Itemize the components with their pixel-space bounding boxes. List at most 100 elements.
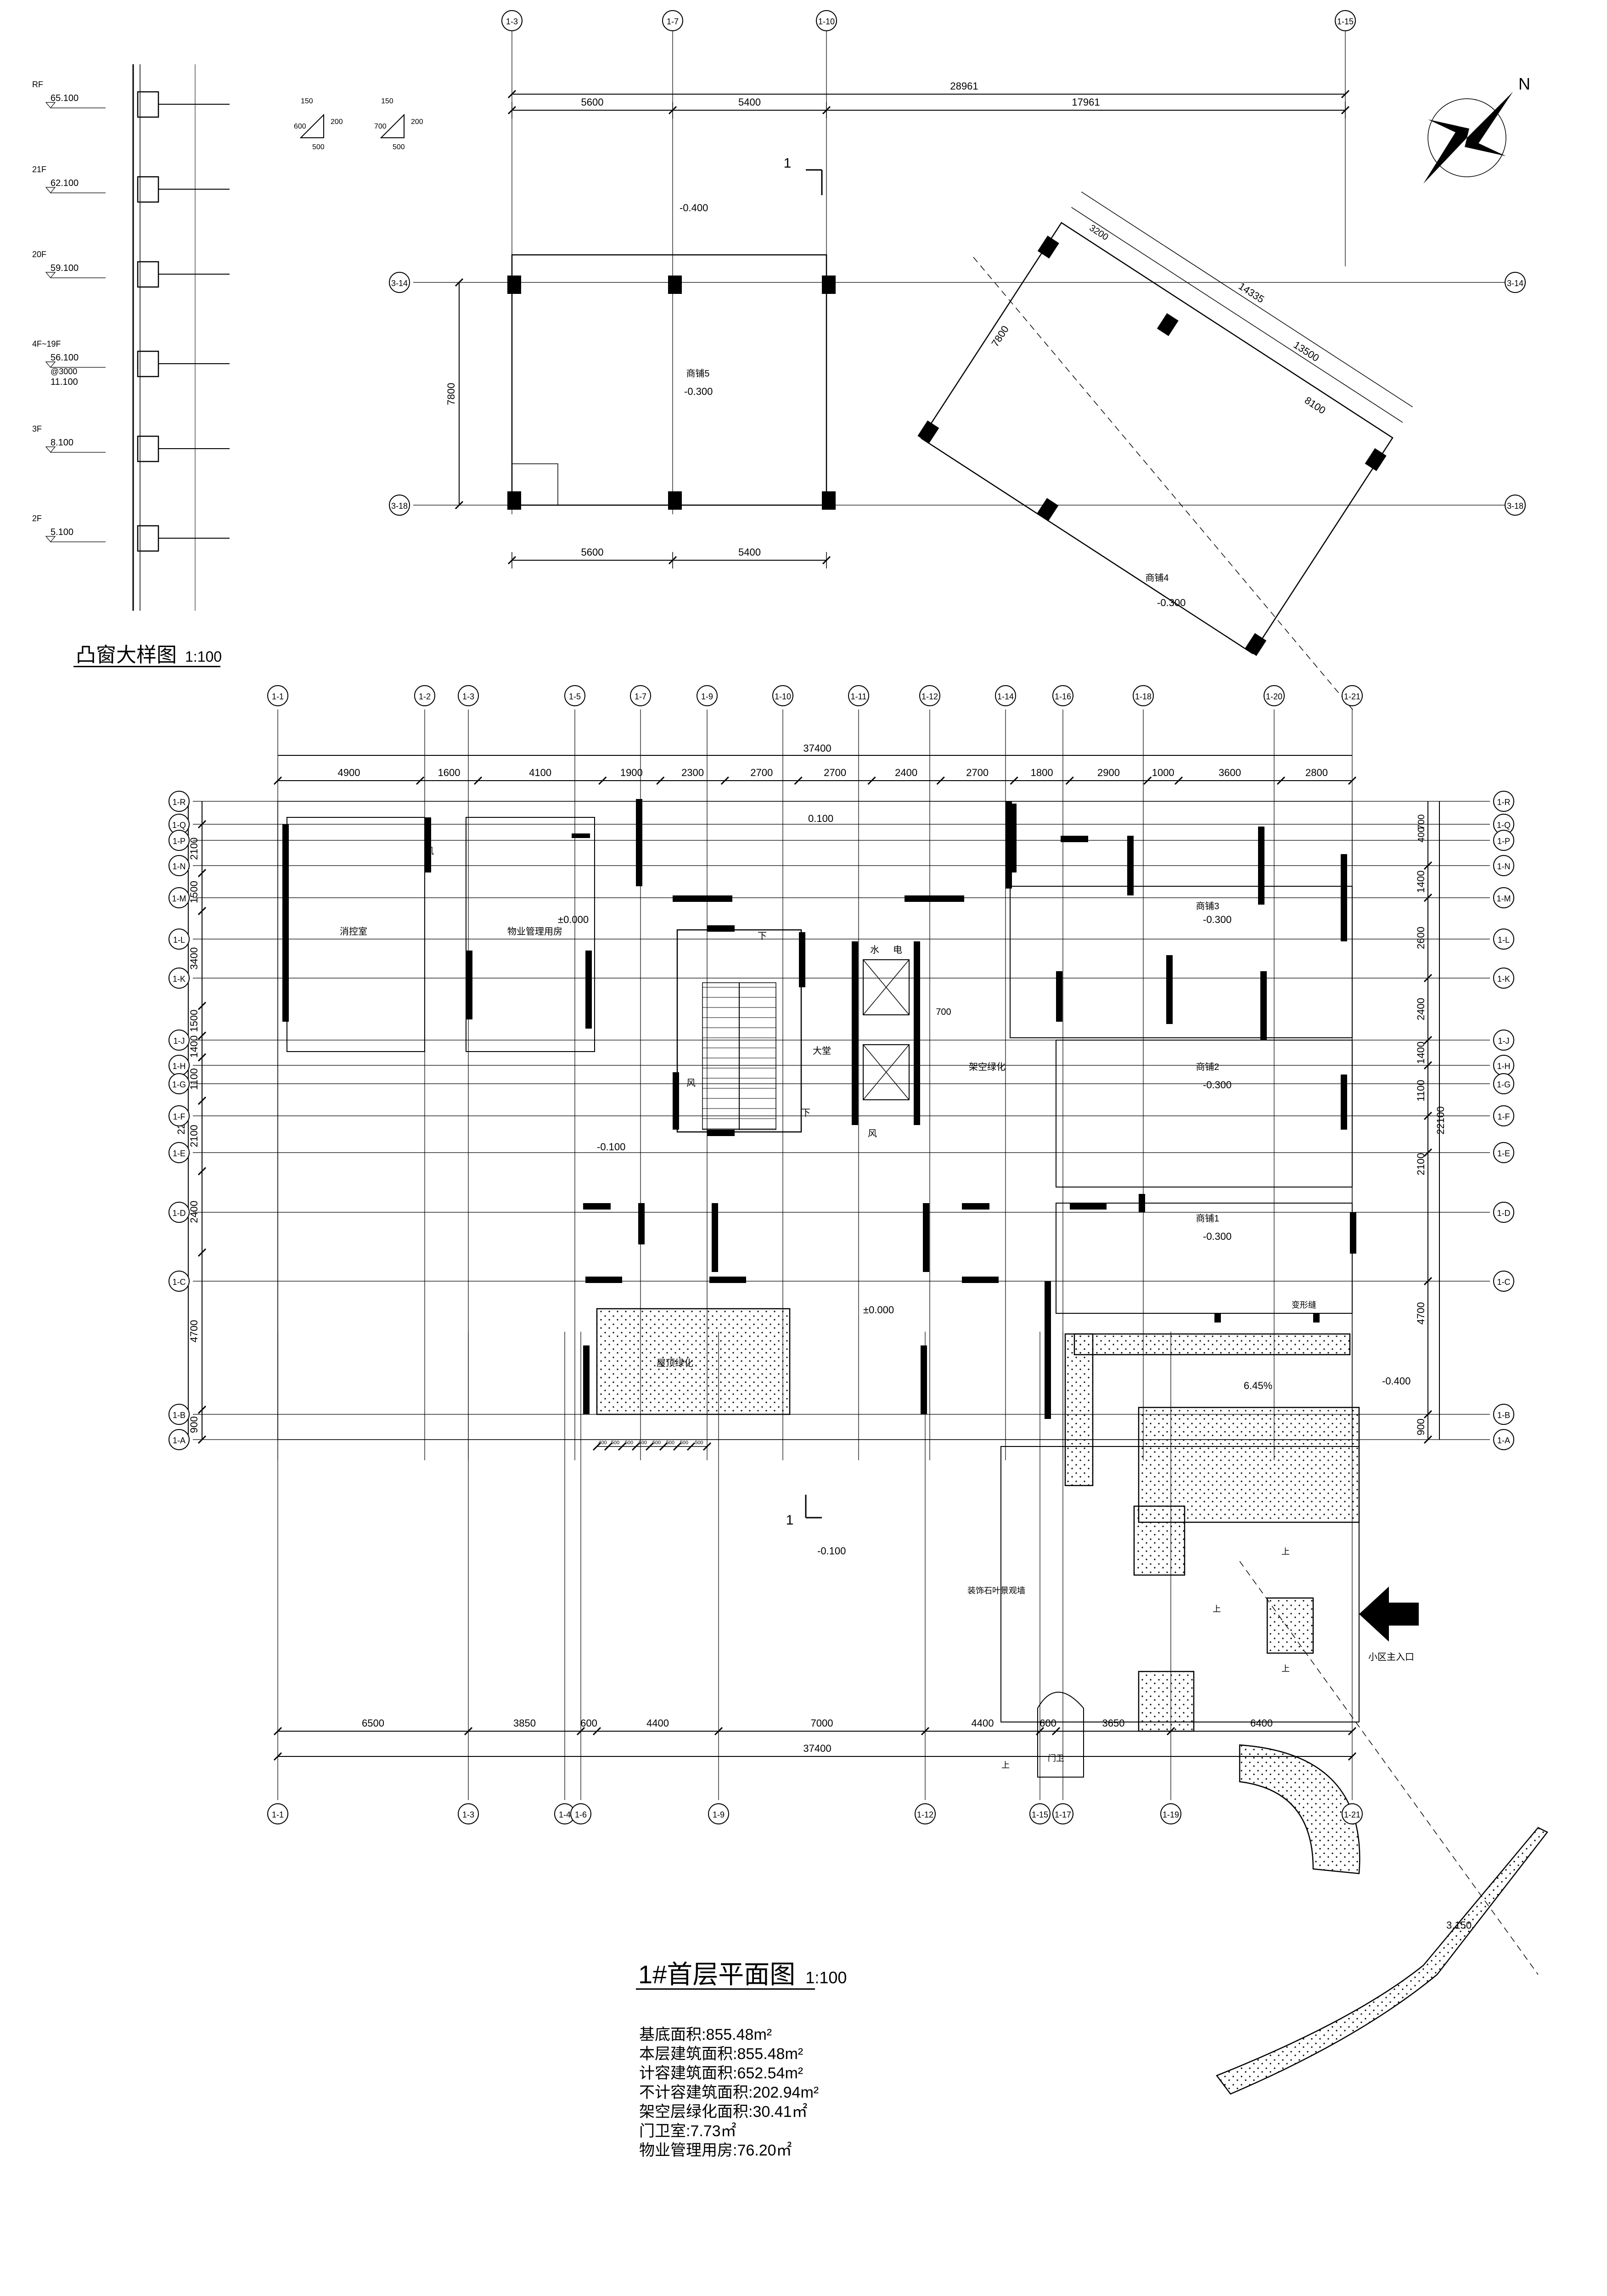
dim-tick <box>507 90 517 99</box>
room-label: 变形缝 <box>1292 1300 1316 1310</box>
column <box>466 951 472 1019</box>
column <box>1045 1281 1051 1419</box>
column <box>923 1203 929 1272</box>
shop3-outline <box>1010 886 1353 1038</box>
hatch-box <box>1133 1505 1186 1576</box>
guard-house <box>1037 1692 1084 1778</box>
dim-tick <box>1423 1435 1433 1444</box>
level-label: -0.300 <box>1203 1079 1231 1091</box>
section-dim: 600 <box>294 123 306 130</box>
grid-bubble-upper-label: 1-10 <box>818 17 835 26</box>
grid-bubble-left <box>169 1105 190 1126</box>
dim-value: 500 <box>695 1440 703 1446</box>
bay-window-box <box>137 525 159 552</box>
dim-tick <box>1423 893 1433 902</box>
plan-title-underline <box>636 1988 815 1990</box>
grid-bubble-left-label: 1-P <box>173 837 185 846</box>
grid-bubble-right-label: 1-L <box>1498 935 1510 945</box>
dim-value: 3400 <box>188 947 200 970</box>
bay-window-box <box>137 261 159 288</box>
dim-tick <box>592 1727 601 1736</box>
dim-value: 500 <box>666 1440 674 1446</box>
stat-line: 基底面积:855.48m² <box>639 2026 772 2043</box>
dim-total: 28961 <box>950 80 978 92</box>
level-elev: 65.100 <box>51 93 79 103</box>
grid-bubble-bottom-label: 1-21 <box>1344 1810 1360 1819</box>
grid-bubble-bottom-label: 1-9 <box>713 1810 725 1819</box>
stat-line: 门卫室:7.73㎡ <box>639 2122 736 2140</box>
dim-value: 1100 <box>188 1068 200 1090</box>
dim-tick <box>867 776 876 785</box>
level-label: -0.100 <box>817 1545 846 1557</box>
level-elev: 62.100 <box>51 178 79 188</box>
dim-value: 1400 <box>1415 871 1427 893</box>
dim-tick <box>1010 776 1018 785</box>
shop1-outline <box>1056 1203 1353 1314</box>
room-label: 消控室 <box>340 926 367 937</box>
column <box>822 491 836 510</box>
grid-bubble-top <box>630 685 651 706</box>
grid-bubble-bottom-label: 1-6 <box>575 1810 587 1819</box>
stair-up: 上 <box>1001 1761 1010 1770</box>
dim-value: 500 <box>611 1440 619 1446</box>
column <box>822 276 836 294</box>
dim-tick <box>1174 776 1183 785</box>
grid-bubble-right <box>1493 1105 1514 1126</box>
grid-bubble-top <box>772 685 793 706</box>
dim-value: 2700 <box>750 767 773 778</box>
dim-tick <box>197 869 207 878</box>
grid-bubble-bottom <box>458 1803 479 1824</box>
bay-window-box <box>137 176 159 203</box>
stair-down: 下 <box>801 1108 810 1118</box>
level-label: -0.300 <box>1203 1231 1231 1242</box>
grid-bubble-bottom-label: 1-19 <box>1163 1810 1179 1819</box>
dim-value: 500 <box>639 1440 647 1446</box>
north-circle <box>1427 98 1506 177</box>
column <box>1061 836 1088 842</box>
dim-tick <box>598 776 607 785</box>
level-elev: 5.100 <box>51 527 73 537</box>
bay-window-box <box>137 435 159 462</box>
dim-tick <box>197 1002 207 1010</box>
section-dim: 200 <box>331 118 343 126</box>
column <box>712 1203 718 1272</box>
grid-bubble-upper <box>389 272 410 293</box>
column <box>1258 827 1264 905</box>
level-label: -0.400 <box>680 202 708 214</box>
column <box>1365 448 1387 471</box>
grid-bubble-upper <box>1505 272 1526 293</box>
column <box>572 833 590 838</box>
column <box>585 951 592 1029</box>
elevator-1 <box>863 959 910 1015</box>
dim-tick <box>686 1442 696 1451</box>
grid-bubble-left <box>169 1404 190 1425</box>
grid-bubble-right <box>1493 1142 1514 1163</box>
section-dim: 500 <box>393 143 405 151</box>
grid-bubble-left-label: 1-G <box>172 1080 186 1089</box>
stair-up: 上 <box>1281 1664 1290 1673</box>
grid-bubble-right <box>1493 1030 1514 1051</box>
dim-tick <box>273 1727 282 1736</box>
column <box>905 895 964 902</box>
grid-bubble-upper-label: 1-3 <box>506 17 518 26</box>
grid-bubble-left <box>169 1429 190 1450</box>
stat-line: 物业管理用房:76.20㎡ <box>639 2142 792 2159</box>
level-floor: 2F <box>32 514 42 523</box>
north-needle <box>1465 138 1506 156</box>
dim-tick <box>645 1442 654 1451</box>
dim-value: 2100 <box>1415 1153 1427 1176</box>
dim-tick <box>197 820 207 829</box>
dim-value: 5400 <box>738 96 761 108</box>
grid-bubble-left <box>169 855 190 876</box>
level-label: -0.300 <box>1203 914 1231 925</box>
grid-bubble-right <box>1493 968 1514 989</box>
plan-scale: 1:100 <box>805 1968 847 1987</box>
dim-tick <box>592 1442 601 1451</box>
grid-bubble-left-label: 1-A <box>173 1436 185 1445</box>
grid-bubble-left-label: 1-R <box>172 798 185 807</box>
grid-bubble-bottom <box>267 1803 288 1824</box>
north-needle <box>1428 119 1469 138</box>
grid-bubble-top <box>458 685 479 706</box>
grid-bubble-left <box>169 1073 190 1094</box>
